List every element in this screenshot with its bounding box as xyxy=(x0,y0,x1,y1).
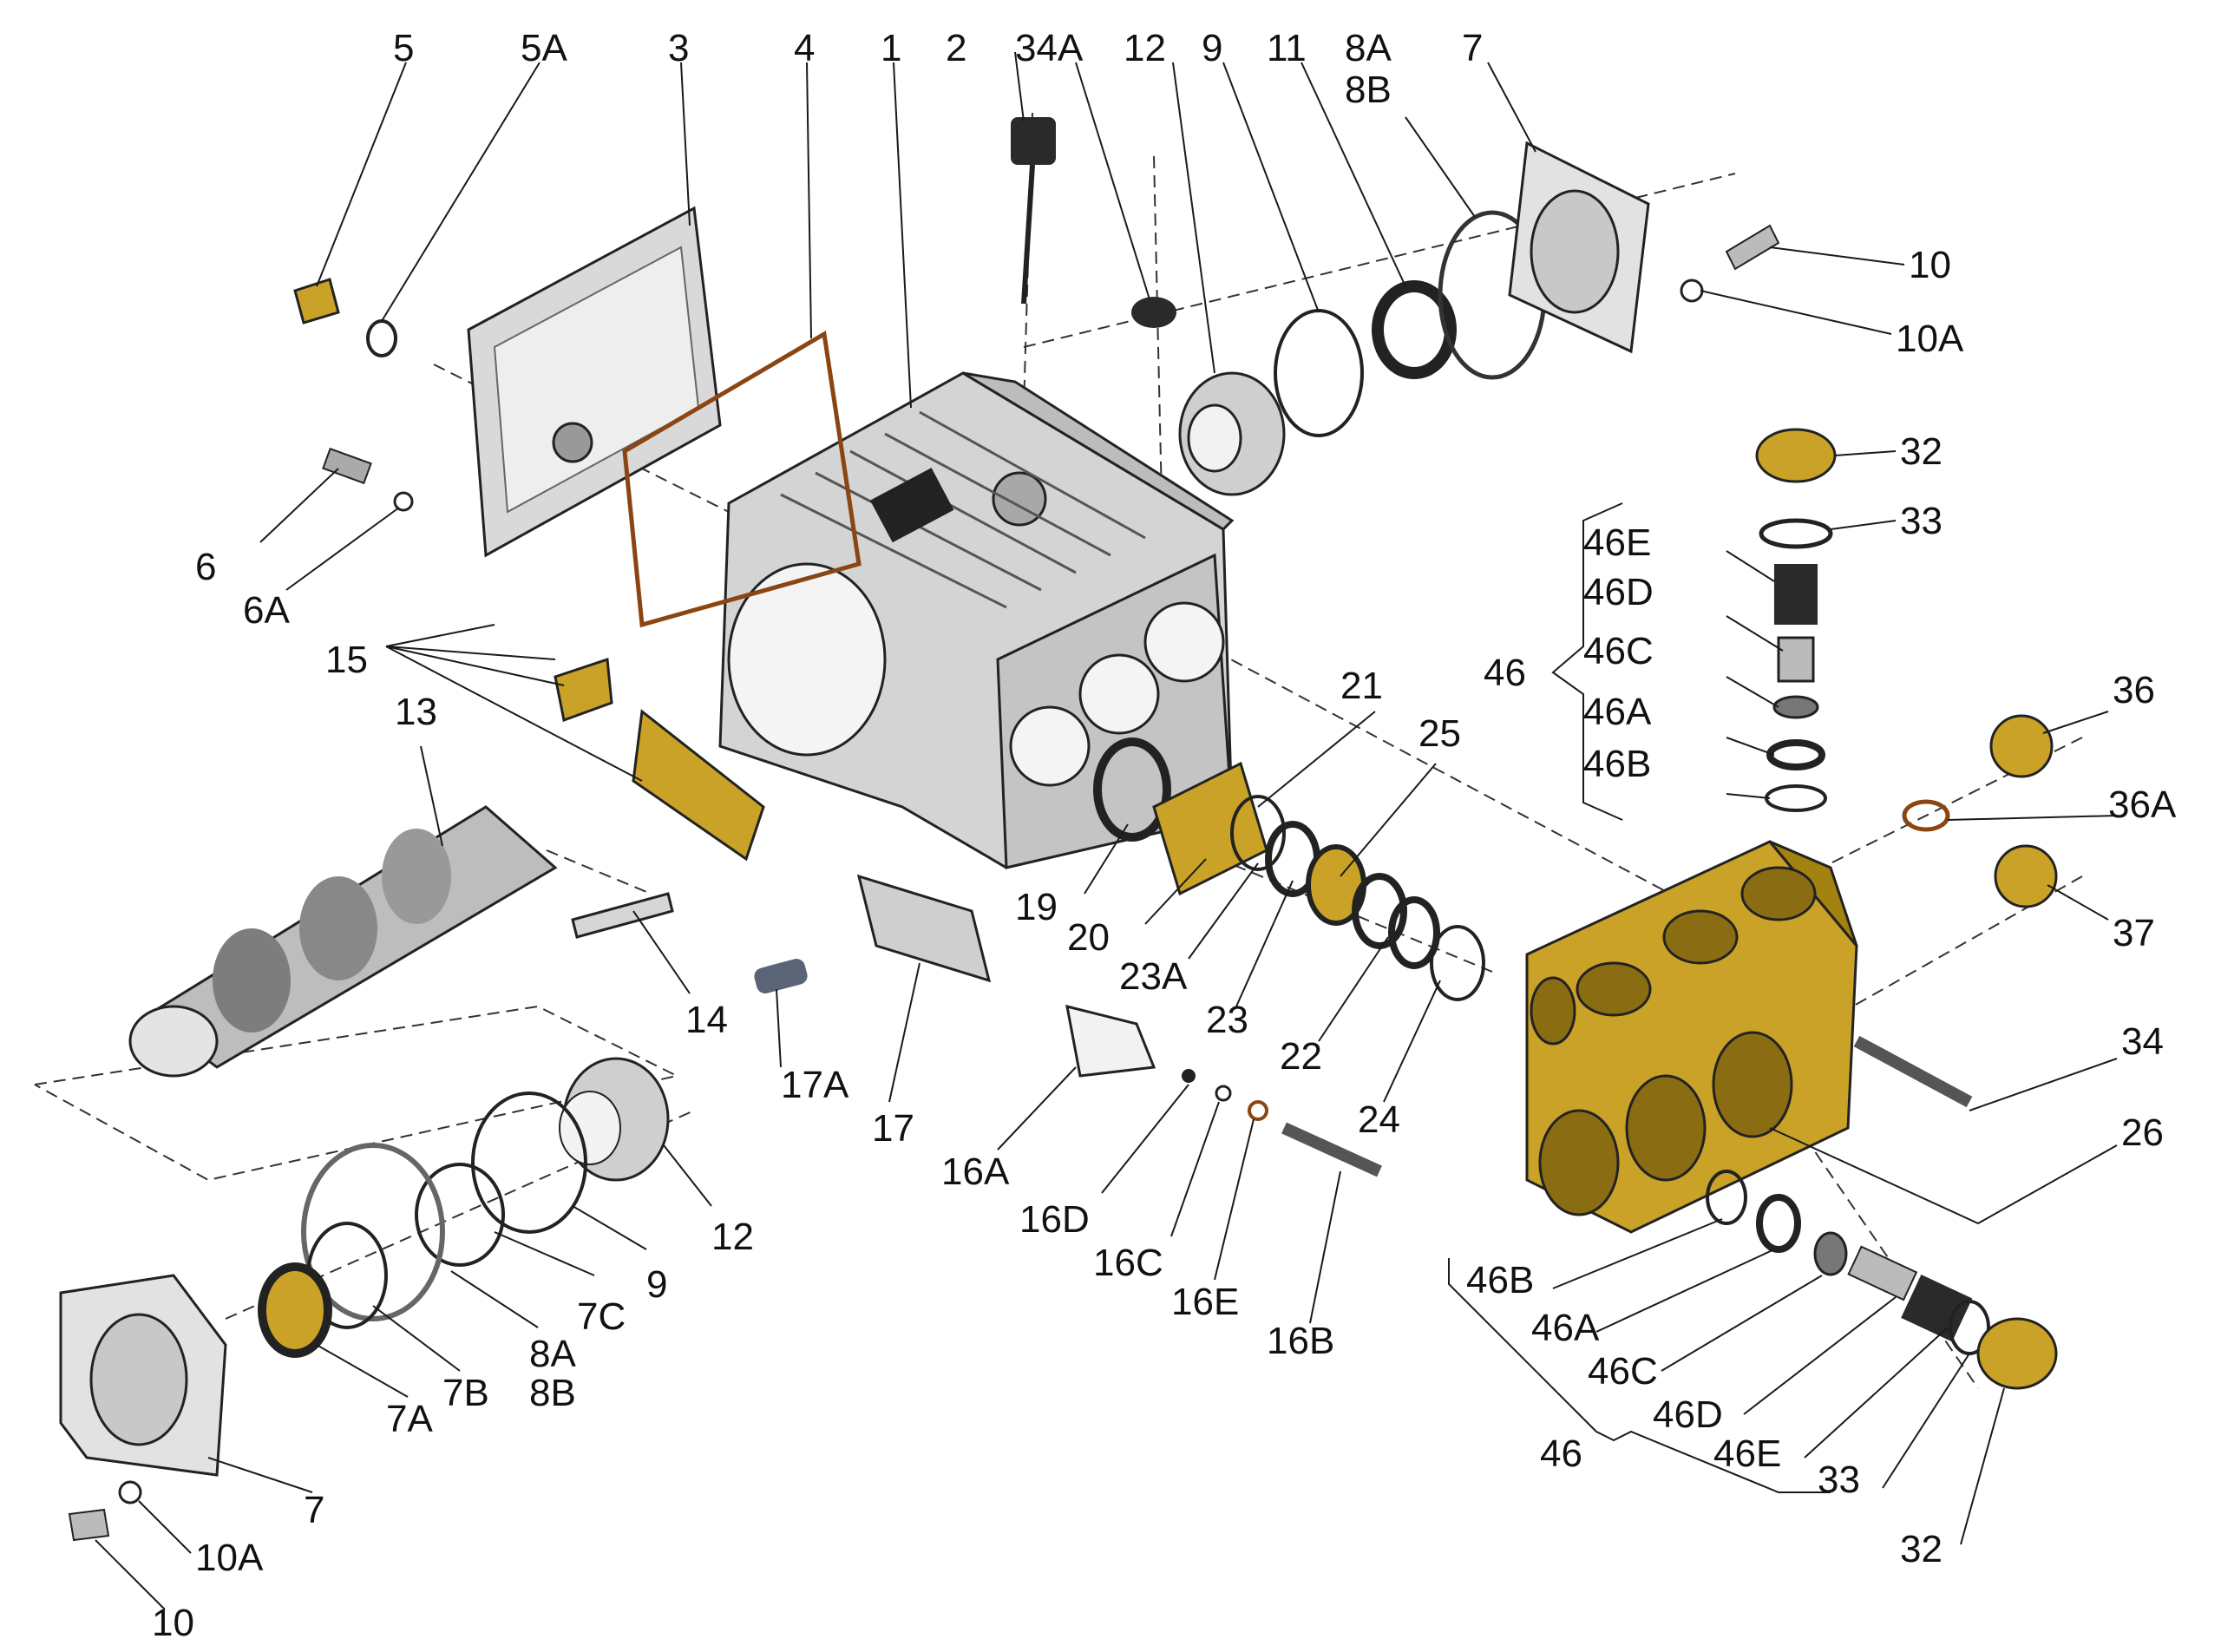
label-46-bottom: 46 xyxy=(1540,1432,1582,1475)
label-5: 5 xyxy=(393,27,414,69)
label-17a: 17A xyxy=(781,1064,849,1106)
label-16e: 16E xyxy=(1171,1281,1239,1323)
label-12-bottom: 12 xyxy=(711,1216,754,1258)
label-7-bottom: 7 xyxy=(304,1489,324,1531)
label-23a: 23A xyxy=(1119,955,1188,998)
label-46b-bottom: 46B xyxy=(1466,1259,1534,1301)
label-33-bottom: 33 xyxy=(1818,1459,1860,1501)
oil-dipstick xyxy=(1011,117,1056,305)
label-46d-top: 46D xyxy=(1583,571,1654,613)
top-bearing-assembly xyxy=(1178,141,1780,496)
label-24: 24 xyxy=(1358,1098,1400,1141)
label-15: 15 xyxy=(325,639,368,681)
label-9-bottom: 9 xyxy=(646,1263,667,1306)
label-3: 3 xyxy=(668,27,689,69)
label-13: 13 xyxy=(395,691,437,733)
part-labels: 5 5A 3 4 1 2 34A 12 9 11 8A 8B 7 10 10A … xyxy=(152,27,2177,1644)
label-34: 34 xyxy=(2121,1020,2164,1063)
label-4: 4 xyxy=(794,27,815,69)
label-6a: 6A xyxy=(243,589,290,632)
label-16a: 16A xyxy=(941,1150,1010,1193)
label-8a-top: 8A xyxy=(1345,27,1392,69)
crankcase-housing xyxy=(718,371,1235,869)
label-46-top: 46 xyxy=(1484,652,1526,694)
cover-gasket xyxy=(622,330,862,628)
label-16b: 16B xyxy=(1267,1320,1334,1362)
label-33-top: 33 xyxy=(1900,500,1943,542)
top-valve-stack xyxy=(1755,428,1837,812)
label-17: 17 xyxy=(872,1107,914,1150)
left-small-parts xyxy=(293,278,765,862)
label-46e-top: 46E xyxy=(1583,521,1651,564)
label-10a-bottom: 10A xyxy=(195,1537,264,1579)
label-9-top: 9 xyxy=(1202,27,1222,69)
label-26: 26 xyxy=(2121,1111,2164,1154)
label-5a: 5A xyxy=(521,27,567,69)
label-32-bottom: 32 xyxy=(1900,1528,1943,1570)
crankshaft xyxy=(128,805,674,1078)
pump-head xyxy=(1525,840,1973,1234)
label-16d: 16D xyxy=(1019,1198,1090,1241)
label-8b-top: 8B xyxy=(1345,69,1392,111)
label-10-top: 10 xyxy=(1909,244,1951,286)
label-36: 36 xyxy=(2113,669,2155,711)
label-7b: 7B xyxy=(442,1372,489,1414)
label-22: 22 xyxy=(1280,1035,1322,1078)
label-16c: 16C xyxy=(1093,1242,1163,1284)
label-7-top: 7 xyxy=(1462,27,1483,69)
label-46b-top: 46B xyxy=(1583,743,1651,785)
side-plugs xyxy=(1902,714,2058,908)
label-46d-bottom: 46D xyxy=(1653,1393,1723,1436)
label-10a-top: 10A xyxy=(1896,318,1964,360)
label-46c-bottom: 46C xyxy=(1588,1350,1658,1393)
label-36a: 36A xyxy=(2108,783,2177,826)
label-25: 25 xyxy=(1418,712,1461,755)
label-11: 11 xyxy=(1267,27,1307,69)
label-20: 20 xyxy=(1067,916,1110,959)
label-8a-bottom: 8A xyxy=(529,1333,576,1375)
leader-lines xyxy=(95,51,2118,1610)
label-46a-top: 46A xyxy=(1583,691,1652,733)
label-7a: 7A xyxy=(386,1398,433,1440)
label-10-bottom: 10 xyxy=(152,1602,194,1644)
cap-plug xyxy=(1131,297,1176,328)
label-21: 21 xyxy=(1340,665,1383,707)
bottom-valve-stack xyxy=(1706,1170,2058,1390)
bottom-bearing-assembly xyxy=(59,1057,670,1542)
label-32-top: 32 xyxy=(1900,430,1943,473)
label-19: 19 xyxy=(1015,886,1058,928)
label-8b-bottom: 8B xyxy=(529,1372,576,1414)
rear-cover xyxy=(467,206,722,558)
label-46c-top: 46C xyxy=(1583,630,1654,672)
label-1: 1 xyxy=(881,27,901,69)
label-6: 6 xyxy=(195,546,216,588)
label-46a-bottom: 46A xyxy=(1531,1307,1600,1349)
label-23: 23 xyxy=(1206,999,1248,1041)
label-12-top: 12 xyxy=(1124,27,1166,69)
plunger-group xyxy=(754,738,1485,1177)
label-2: 2 xyxy=(946,27,966,69)
label-7c: 7C xyxy=(577,1295,626,1338)
label-34a: 34A xyxy=(1015,27,1084,69)
label-46e-bottom: 46E xyxy=(1713,1432,1781,1475)
label-14: 14 xyxy=(685,999,728,1041)
label-37: 37 xyxy=(2113,912,2155,954)
